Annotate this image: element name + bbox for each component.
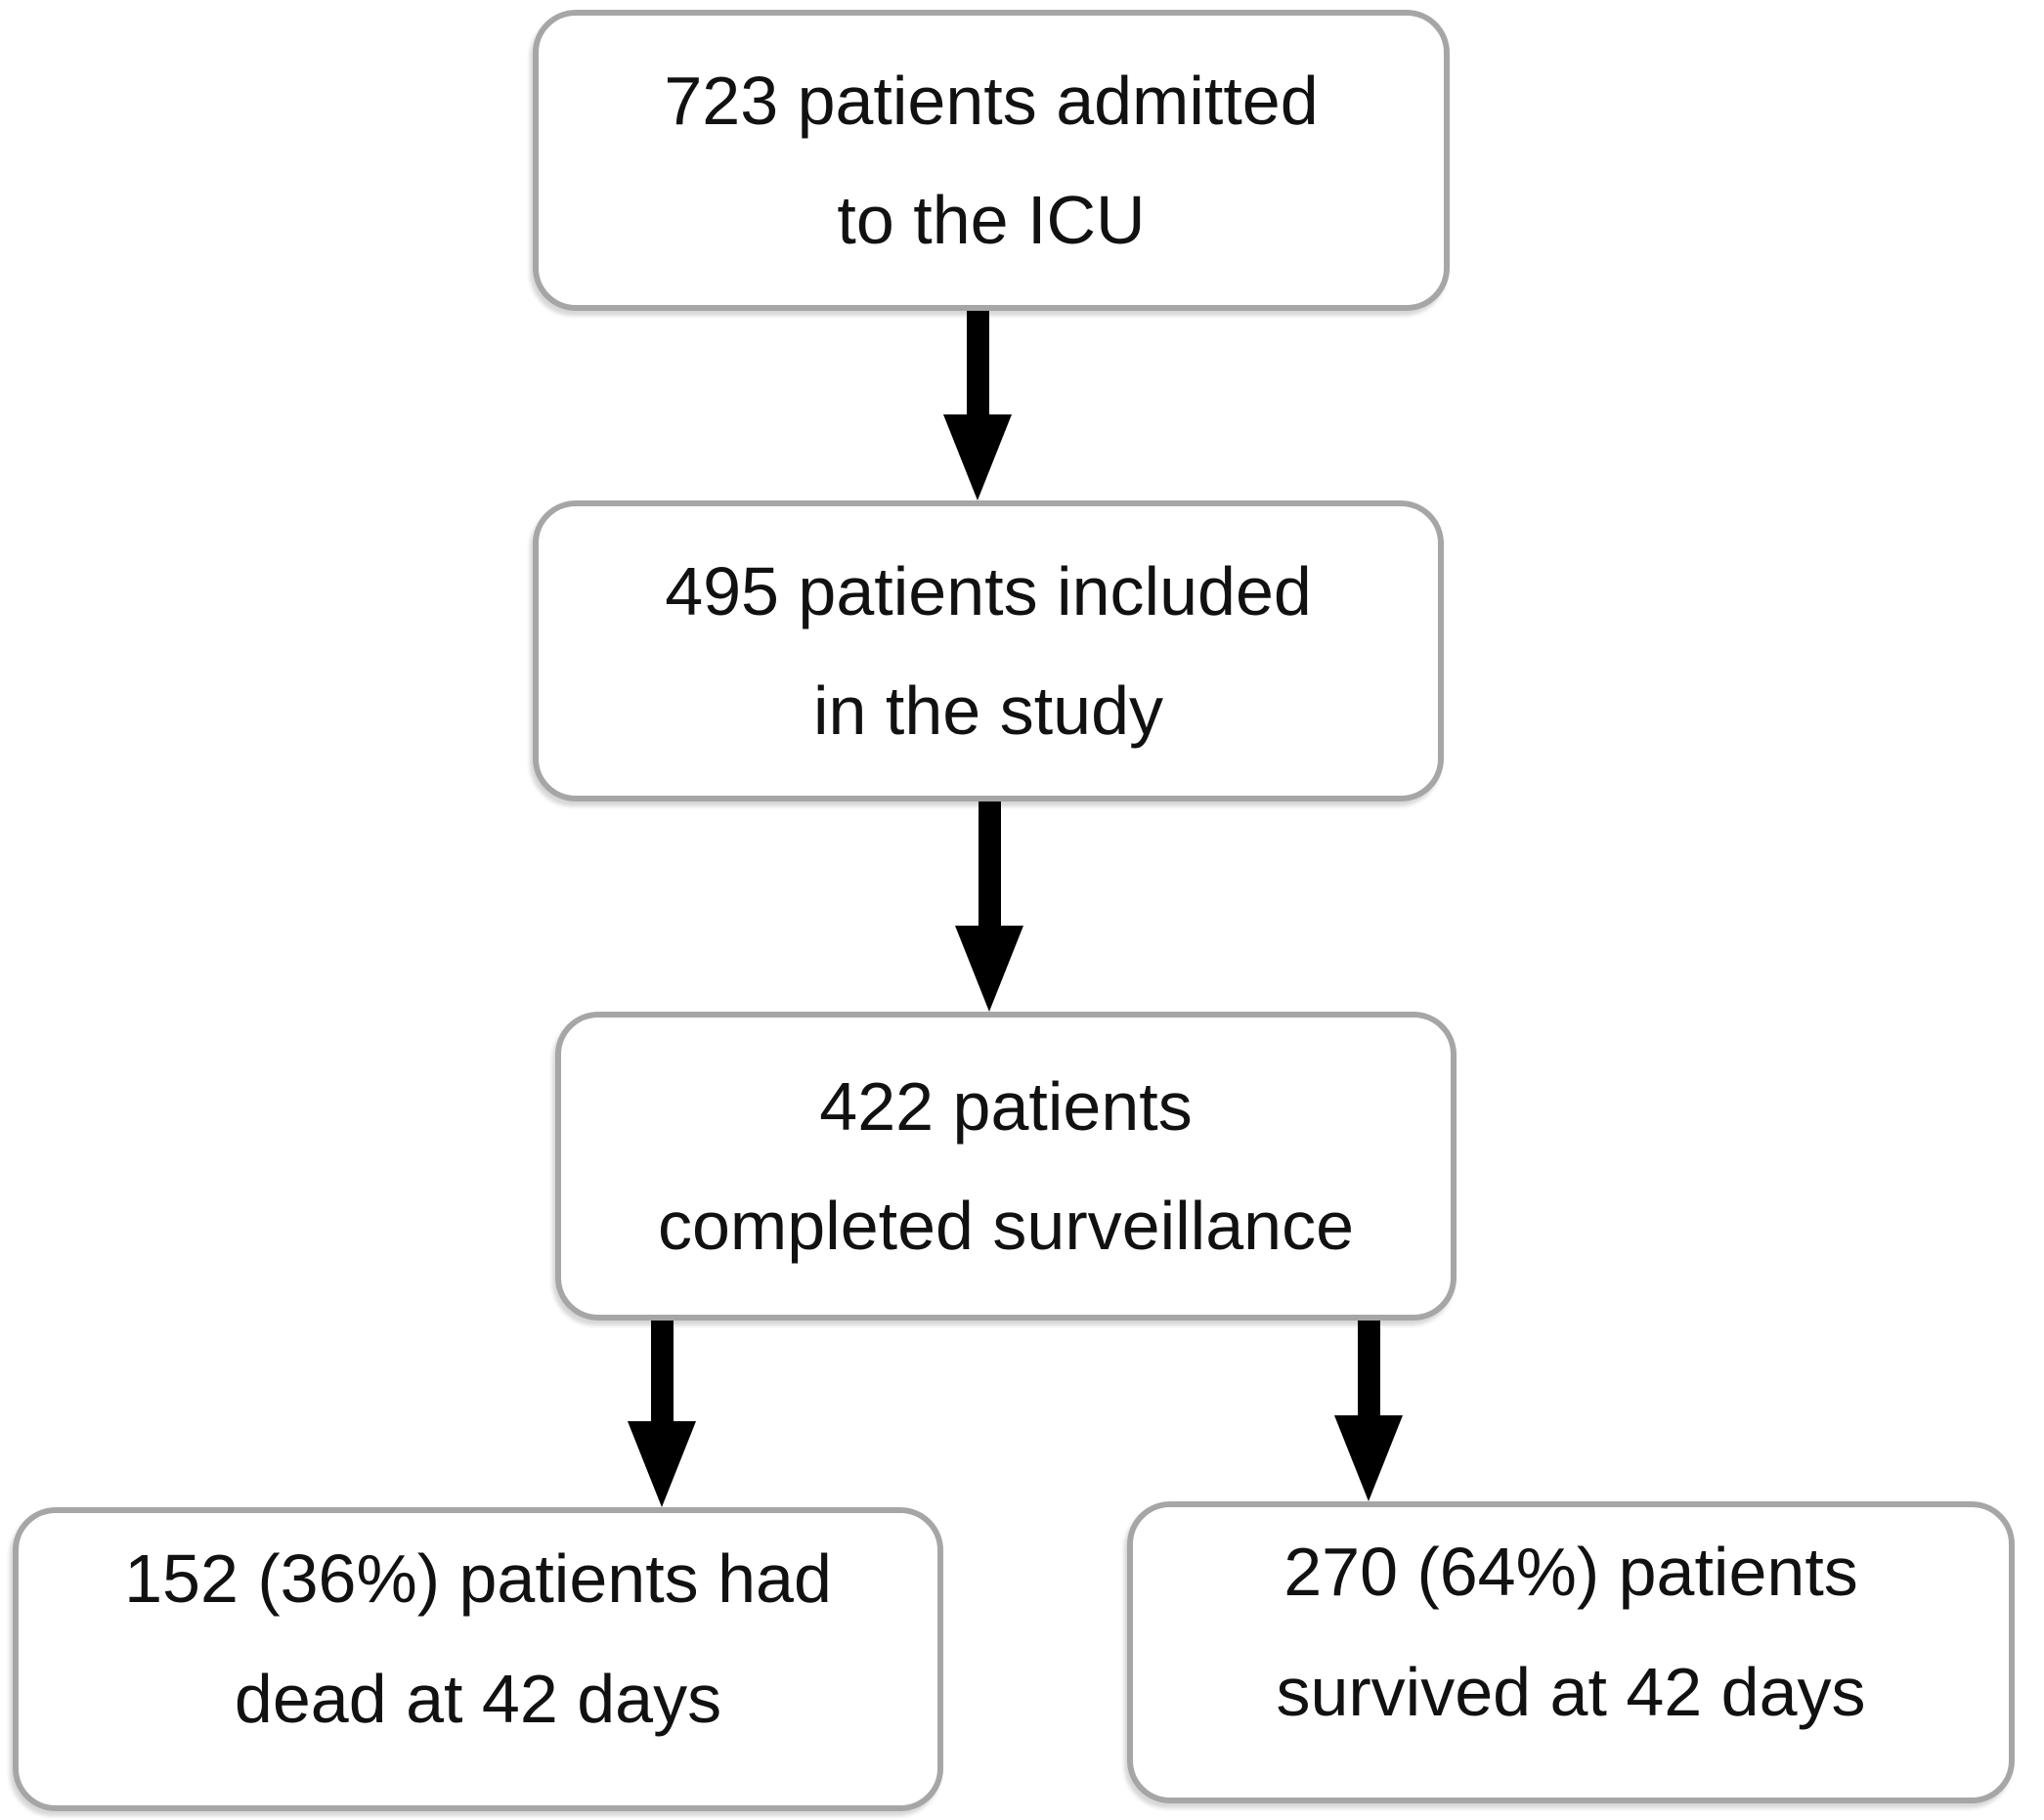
node-completed-line2: completed surveillance [657, 1188, 1355, 1264]
node-survived-line2: survived at 42 days [1276, 1653, 1866, 1730]
arrow-admitted-to-included [941, 311, 1014, 500]
node-completed-line1: 422 patients [819, 1067, 1193, 1145]
node-dead-box: 152 (36%) patients had dead at 42 days [13, 1507, 943, 1811]
node-included-box: 495 patients included in the study [533, 500, 1444, 802]
arrow-head-icon [943, 414, 1012, 500]
node-admitted-box: 723 patients admitted to the ICU [533, 10, 1450, 311]
arrow-completed-to-dead [626, 1321, 698, 1507]
arrow-shaft [650, 1321, 674, 1421]
node-survived-line1: 270 (64%) patients [1283, 1534, 1858, 1610]
arrow-shaft [978, 802, 1001, 926]
arrow-head-icon [955, 926, 1023, 1012]
node-included-line2: in the study [813, 672, 1163, 749]
node-survived-box: 270 (64%) patients survived at 42 days [1127, 1501, 2015, 1803]
arrow-completed-to-survived [1332, 1321, 1405, 1501]
arrow-included-to-completed [953, 802, 1025, 1012]
node-dead-line1: 152 (36%) patients had [124, 1540, 832, 1617]
node-completed-surveillance-box: 422 patients completed surveillance [555, 1012, 1457, 1321]
node-admitted-line2: to the ICU [837, 182, 1146, 258]
arrow-shaft [1357, 1321, 1380, 1415]
arrow-head-icon [628, 1421, 696, 1507]
node-admitted-line1: 723 patients admitted [664, 62, 1319, 139]
node-dead-line2: dead at 42 days [234, 1660, 722, 1737]
arrow-head-icon [1334, 1415, 1403, 1501]
node-included-line1: 495 patients included [665, 552, 1312, 629]
arrow-shaft [966, 311, 989, 414]
